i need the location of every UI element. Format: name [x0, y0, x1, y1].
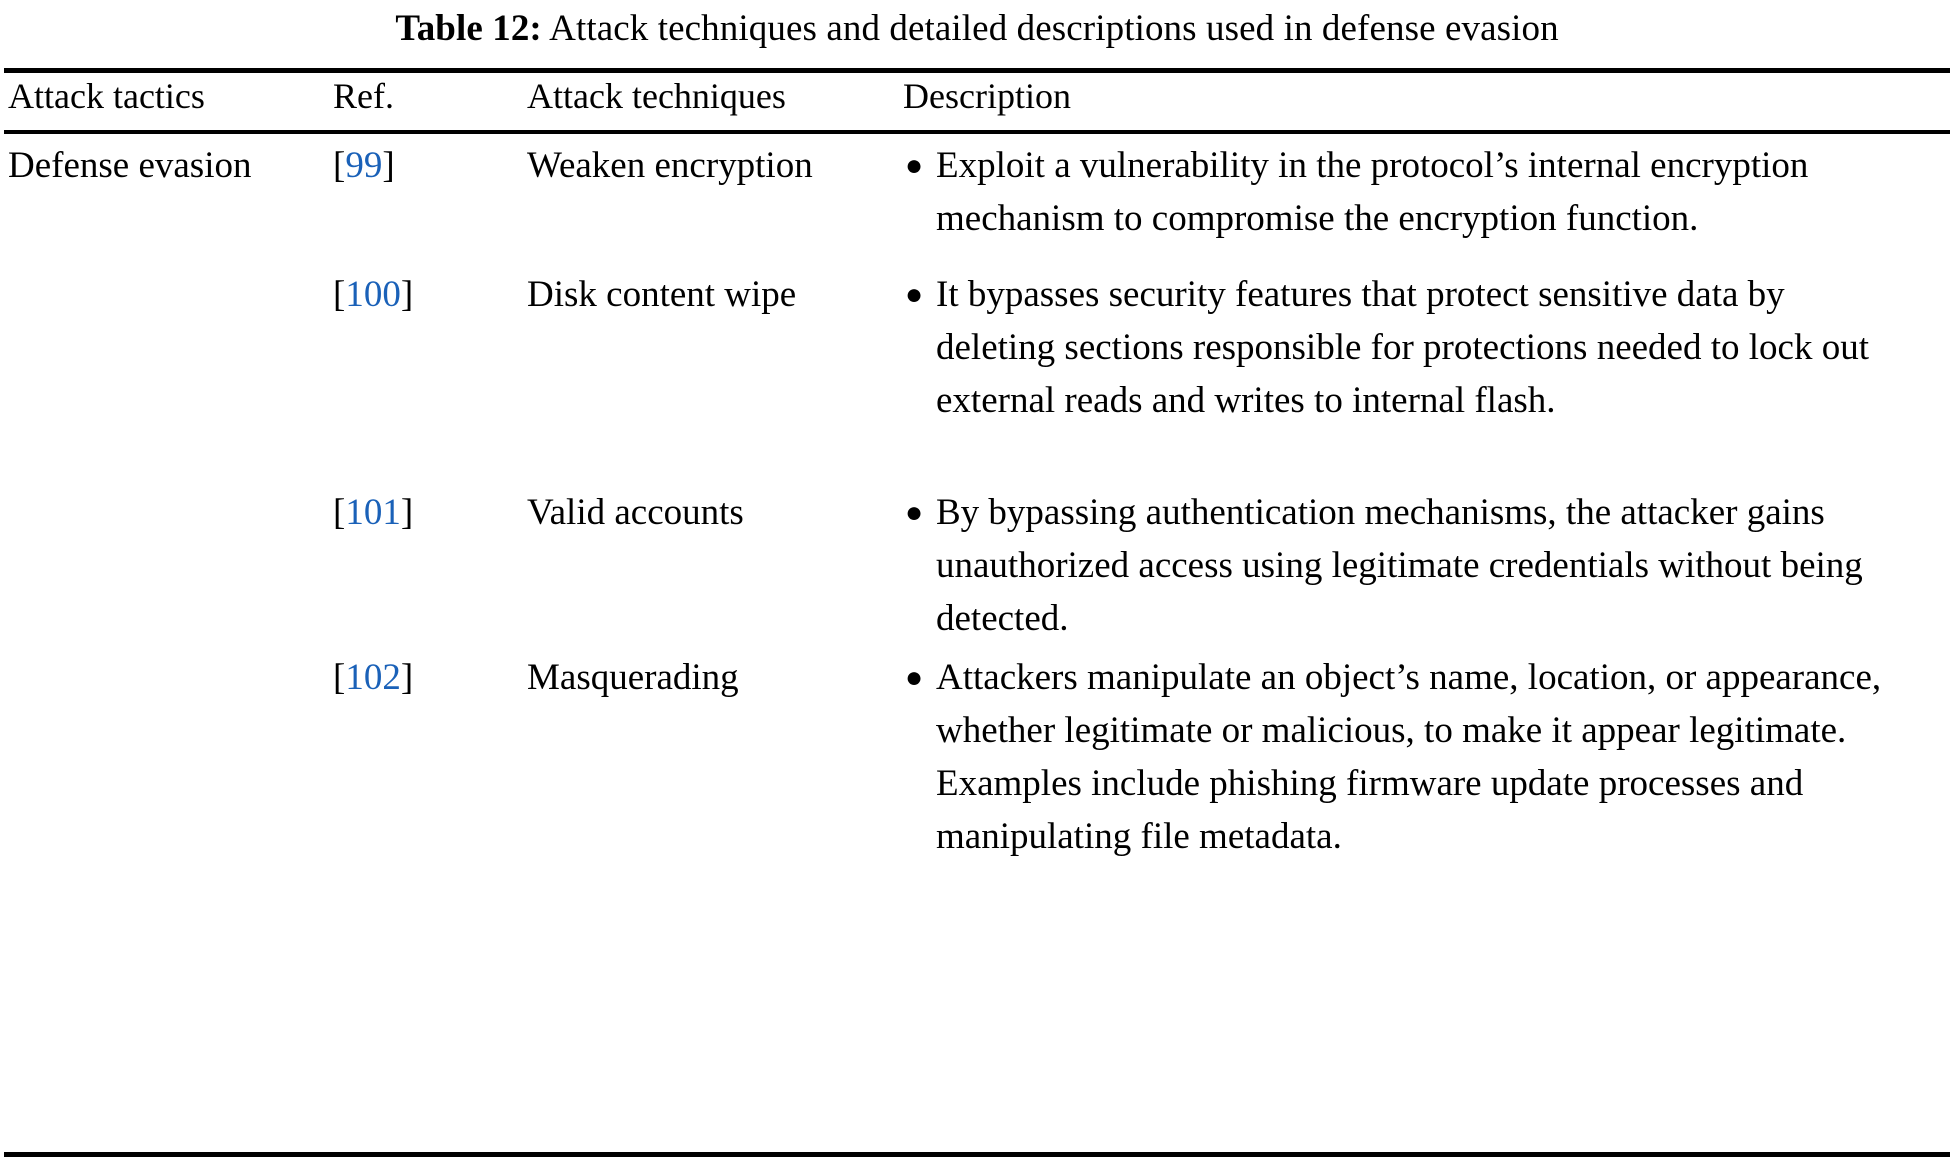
- table-top-rule: [4, 68, 1950, 73]
- bullet-icon: ●: [905, 278, 924, 311]
- bullet-icon: ●: [905, 149, 924, 182]
- ref-bracket-close: ]: [400, 657, 414, 698]
- list-item: ● It bypasses security features that pro…: [903, 268, 1903, 427]
- ref-bracket-close: ]: [382, 145, 395, 186]
- column-header-description: Description: [903, 76, 1071, 116]
- reference-link-100[interactable]: 100: [345, 274, 401, 315]
- description-text: By bypassing authentication mechanisms, …: [936, 492, 1863, 639]
- ref-bracket-open: [: [333, 274, 346, 315]
- reference-link-101[interactable]: 101: [345, 492, 401, 533]
- table-row: [102]: [333, 651, 523, 704]
- ref-bracket-close: ]: [400, 492, 414, 533]
- list-item: ● Attackers manipulate an object’s name,…: [903, 651, 1903, 863]
- table-caption: Table 12: Attack techniques and detailed…: [0, 4, 1954, 54]
- cell-attack-technique: Weaken encryption: [527, 145, 813, 186]
- description-text: It bypasses security features that prote…: [936, 274, 1869, 421]
- bullet-icon: ●: [905, 496, 924, 529]
- table-bottom-rule: [4, 1152, 1950, 1157]
- ref-bracket-open: [: [333, 145, 346, 186]
- table-caption-label: Table 12:: [395, 8, 542, 49]
- cell-description: ● Exploit a vulnerability in the protoco…: [903, 139, 1903, 245]
- table-row: [99]: [333, 139, 523, 192]
- bullet-icon: ●: [905, 661, 924, 694]
- column-header-attack-tactics: Attack tactics: [8, 76, 205, 116]
- description-text: Attackers manipulate an object’s name, l…: [936, 657, 1882, 857]
- list-item: ● By bypassing authentication mechanisms…: [903, 486, 1903, 645]
- cell-attack-technique: Disk content wipe: [527, 274, 797, 315]
- cell-description: ● Attackers manipulate an object’s name,…: [903, 651, 1903, 863]
- ref-bracket-close: ]: [400, 274, 414, 315]
- reference-link-99[interactable]: 99: [345, 145, 383, 186]
- table-row: [101]: [333, 486, 523, 539]
- cell-description: ● It bypasses security features that pro…: [903, 268, 1903, 427]
- description-text: Exploit a vulnerability in the protocol’…: [936, 145, 1809, 239]
- table-header-rule: [4, 130, 1950, 134]
- list-item: ● Exploit a vulnerability in the protoco…: [903, 139, 1903, 245]
- cell-description: ● By bypassing authentication mechanisms…: [903, 486, 1903, 645]
- table-row: [100]: [333, 268, 523, 321]
- cell-attack-tactic: Defense evasion: [8, 145, 252, 186]
- table-caption-text: Attack techniques and detailed descripti…: [549, 8, 1559, 49]
- reference-link-102[interactable]: 102: [345, 657, 401, 698]
- cell-attack-technique: Valid accounts: [527, 492, 744, 533]
- ref-bracket-open: [: [333, 492, 346, 533]
- cell-attack-technique: Masquerading: [527, 657, 739, 698]
- column-header-ref: Ref.: [333, 76, 394, 116]
- column-header-attack-techniques: Attack techniques: [527, 76, 786, 116]
- ref-bracket-open: [: [333, 657, 346, 698]
